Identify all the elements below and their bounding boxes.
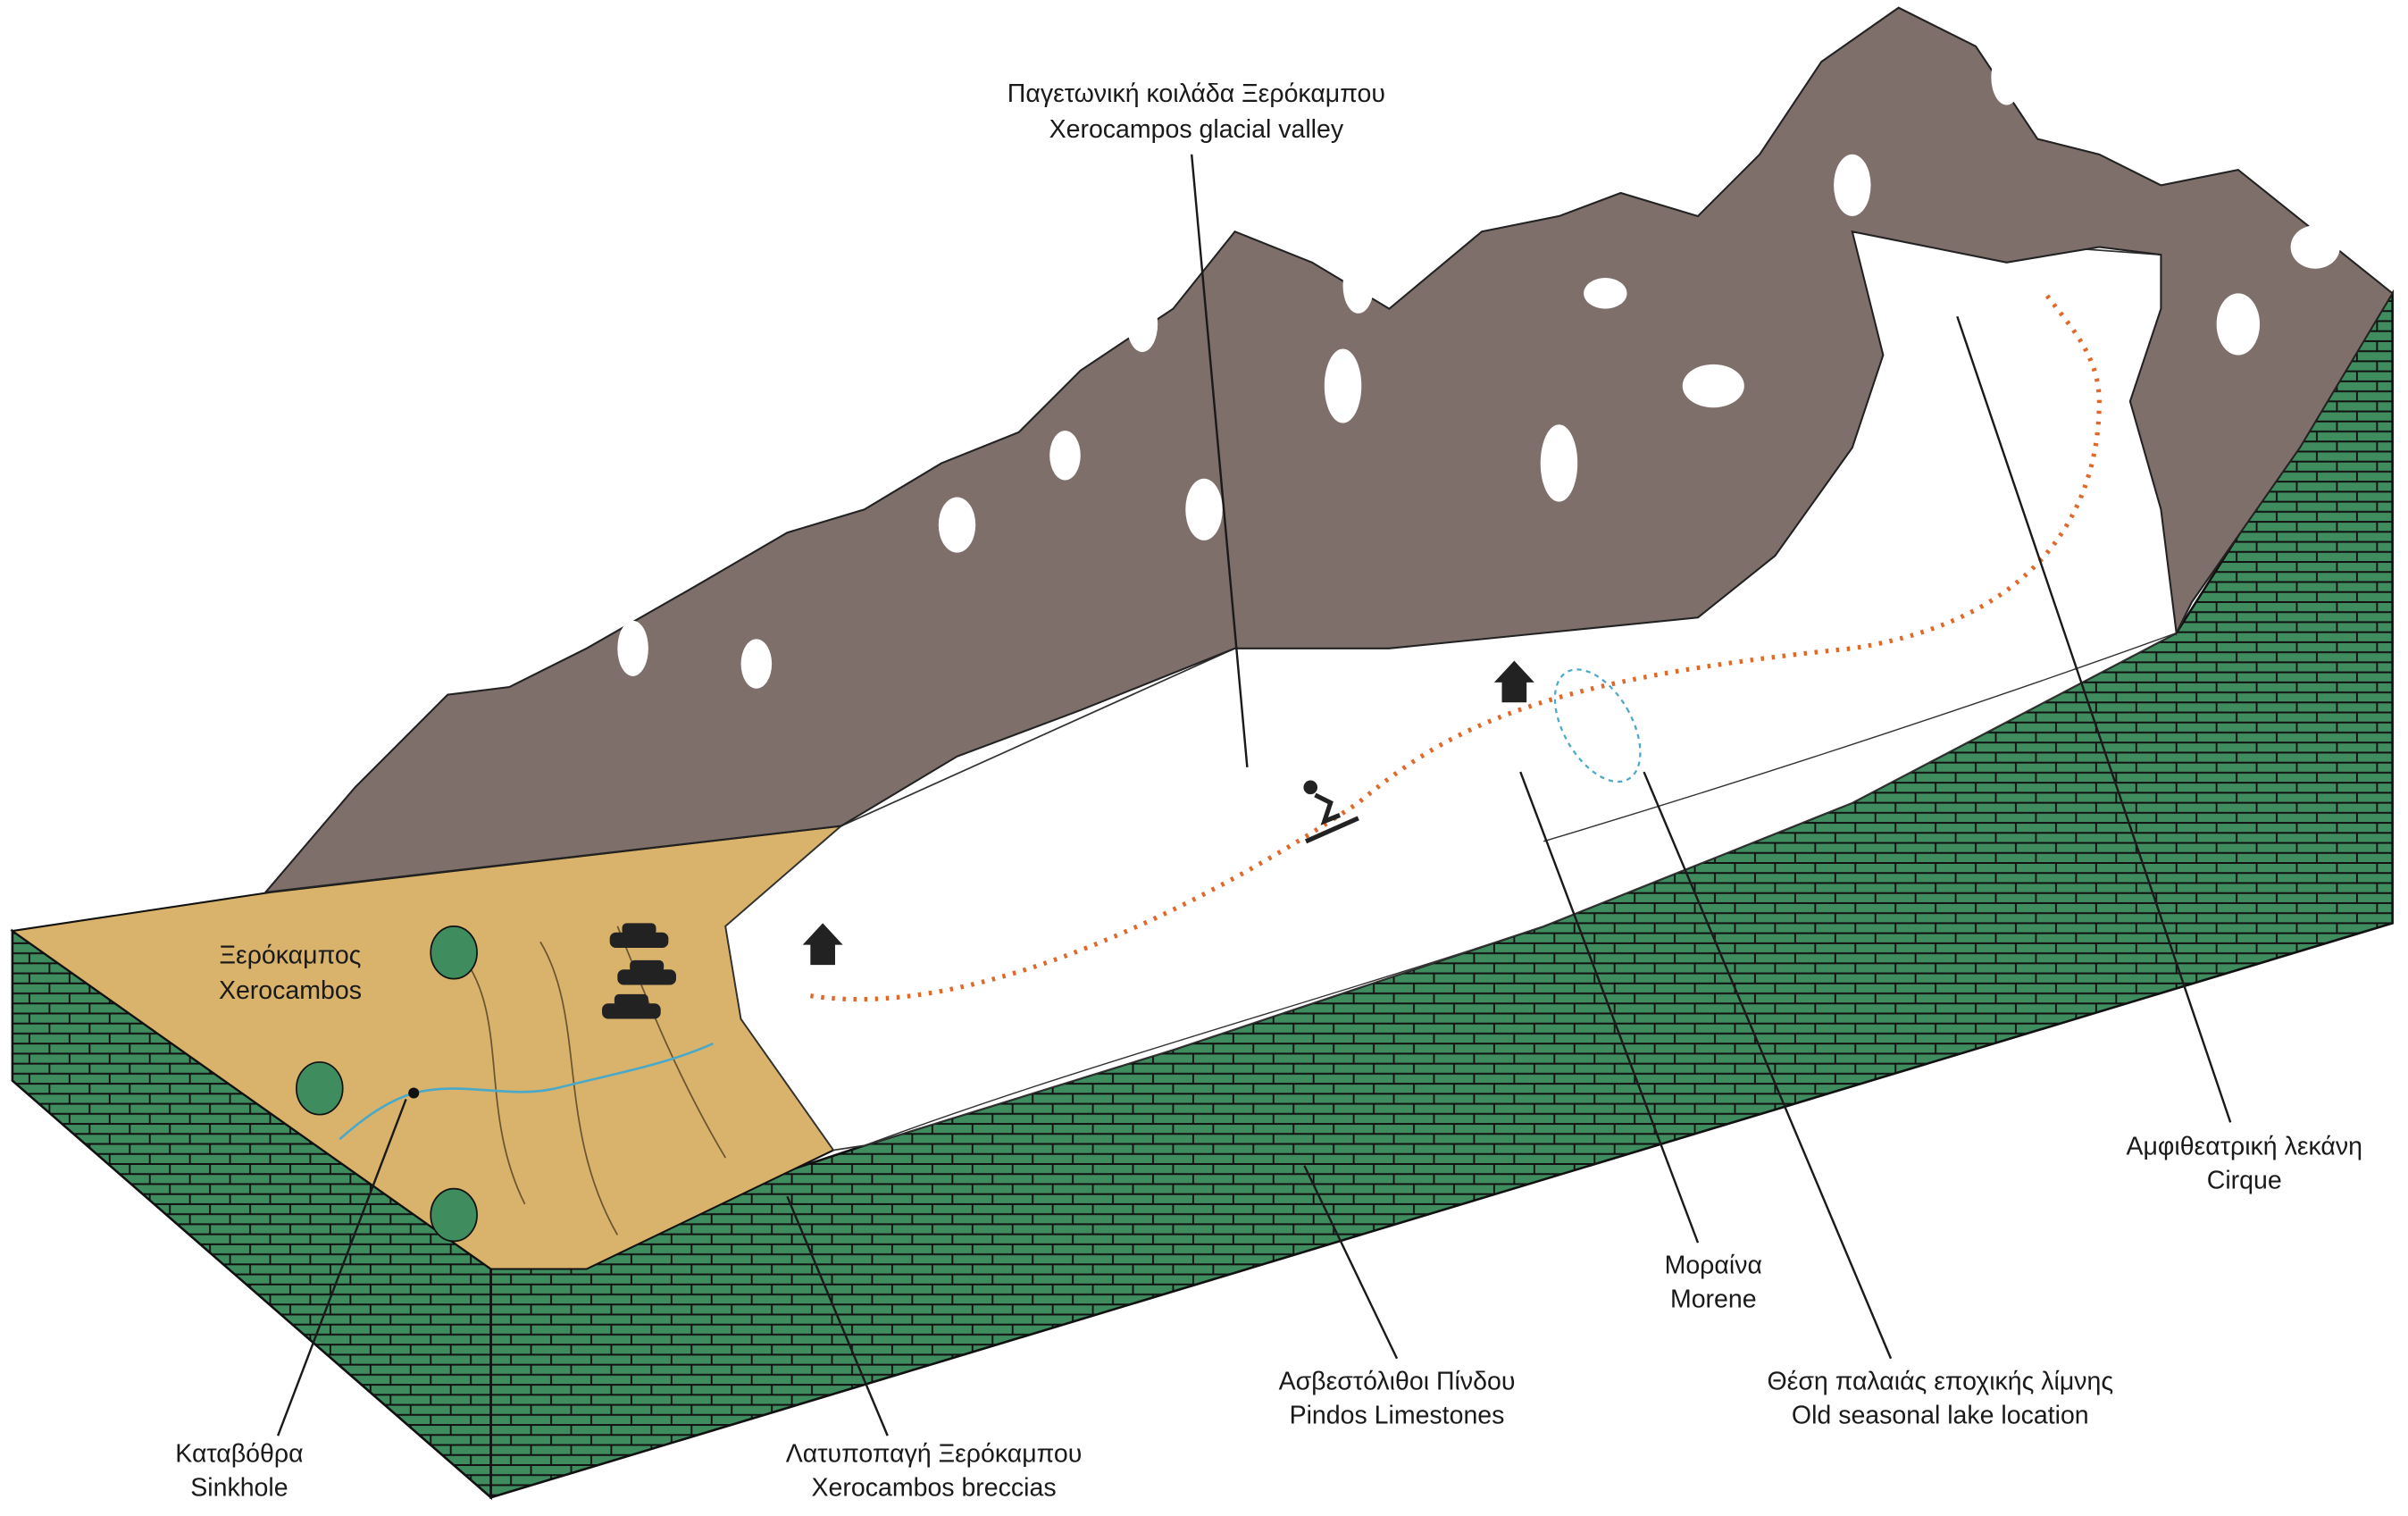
leader-lines (277, 154, 2232, 1436)
moraine-label-en: Morene (1670, 1286, 1757, 1314)
mountain-range (263, 6, 2394, 894)
moraine-label-el: Μοραίνα (1665, 1252, 1762, 1280)
limestones-label-el: Ασβεστόλιθοι Πίνδου (1279, 1367, 1516, 1395)
tree-clusters (296, 925, 478, 1243)
sinkhole-label-el: Καταβόθρα (175, 1440, 303, 1469)
valley-label-en: Xerocampos glacial valley (1049, 115, 1344, 144)
ski-trail (809, 291, 2102, 1002)
sinkhole-icon (408, 1087, 420, 1099)
stream (339, 1043, 714, 1141)
breccias-label-el: Λατυποπαγή Ξερόκαμπου (786, 1440, 1083, 1469)
cirque-label-el: Αμφιθεατρική λεκάνη (2126, 1133, 2362, 1161)
snow-patches (617, 49, 2340, 689)
car-icon (602, 923, 676, 1019)
sinkhole-label-en: Sinkhole (190, 1474, 288, 1503)
house-icon (802, 923, 843, 966)
xerocambos-label-en: Xerocambos (219, 976, 362, 1005)
lake-label-el: Θέση παλαιάς εποχικής λίμνης (1767, 1367, 2113, 1395)
breccias-label-en: Xerocambos breccias (812, 1474, 1057, 1503)
xerocambos-label-el: Ξερόκαμπος (219, 941, 361, 969)
house-icon (1493, 660, 1534, 703)
skier-icon (1303, 780, 1359, 844)
limestones-label-en: Pindos Limestones (1290, 1401, 1505, 1429)
old-lake-outline (1553, 668, 1642, 783)
lake-label-en: Old seasonal lake location (1792, 1401, 2089, 1429)
valley-label-el: Παγετωνική κοιλάδα Ξερόκαμπου (1008, 80, 1385, 108)
cirque-label-en: Cirque (2207, 1167, 2282, 1195)
